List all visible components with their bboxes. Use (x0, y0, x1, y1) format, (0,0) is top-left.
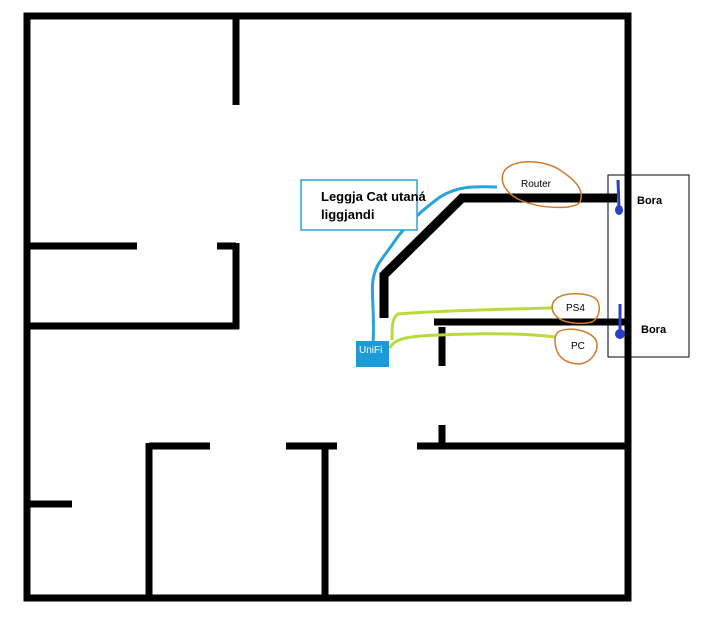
unifi-device: UniFi (356, 341, 389, 367)
note-line-2: liggjandi (321, 207, 374, 222)
blue-cable (370, 185, 498, 346)
router-outline (501, 161, 582, 209)
note-line-1: Leggja Cat utaná (321, 189, 427, 204)
green-cable-pc (388, 332, 557, 349)
pc-device: PC (554, 328, 598, 365)
note-box: Leggja Cat utaná liggjandi (300, 179, 427, 231)
ps4-outline (551, 293, 600, 325)
pc-label: PC (571, 341, 585, 352)
ps4-label: PS4 (566, 303, 585, 314)
bora-label-bottom: Bora (641, 324, 667, 336)
cable-conduit (379, 193, 617, 318)
note-border (300, 179, 418, 231)
ps4-device: PS4 (551, 293, 600, 325)
router-label: Router (521, 179, 552, 190)
bora-marker-bottom-tip (615, 329, 625, 339)
unifi-label: UniFi (359, 345, 382, 356)
interior-walls (27, 16, 628, 598)
bora-label-top: Bora (637, 195, 663, 207)
green-cable-ps4 (390, 306, 553, 341)
bora-marker-top-tip (615, 205, 623, 215)
bora-panel: Bora Bora (607, 174, 690, 358)
bora-panel-border (607, 174, 690, 358)
pc-outline (554, 328, 598, 365)
unifi-box (356, 341, 389, 367)
router-device: Router (501, 161, 582, 209)
bora-marker-top (616, 179, 621, 209)
